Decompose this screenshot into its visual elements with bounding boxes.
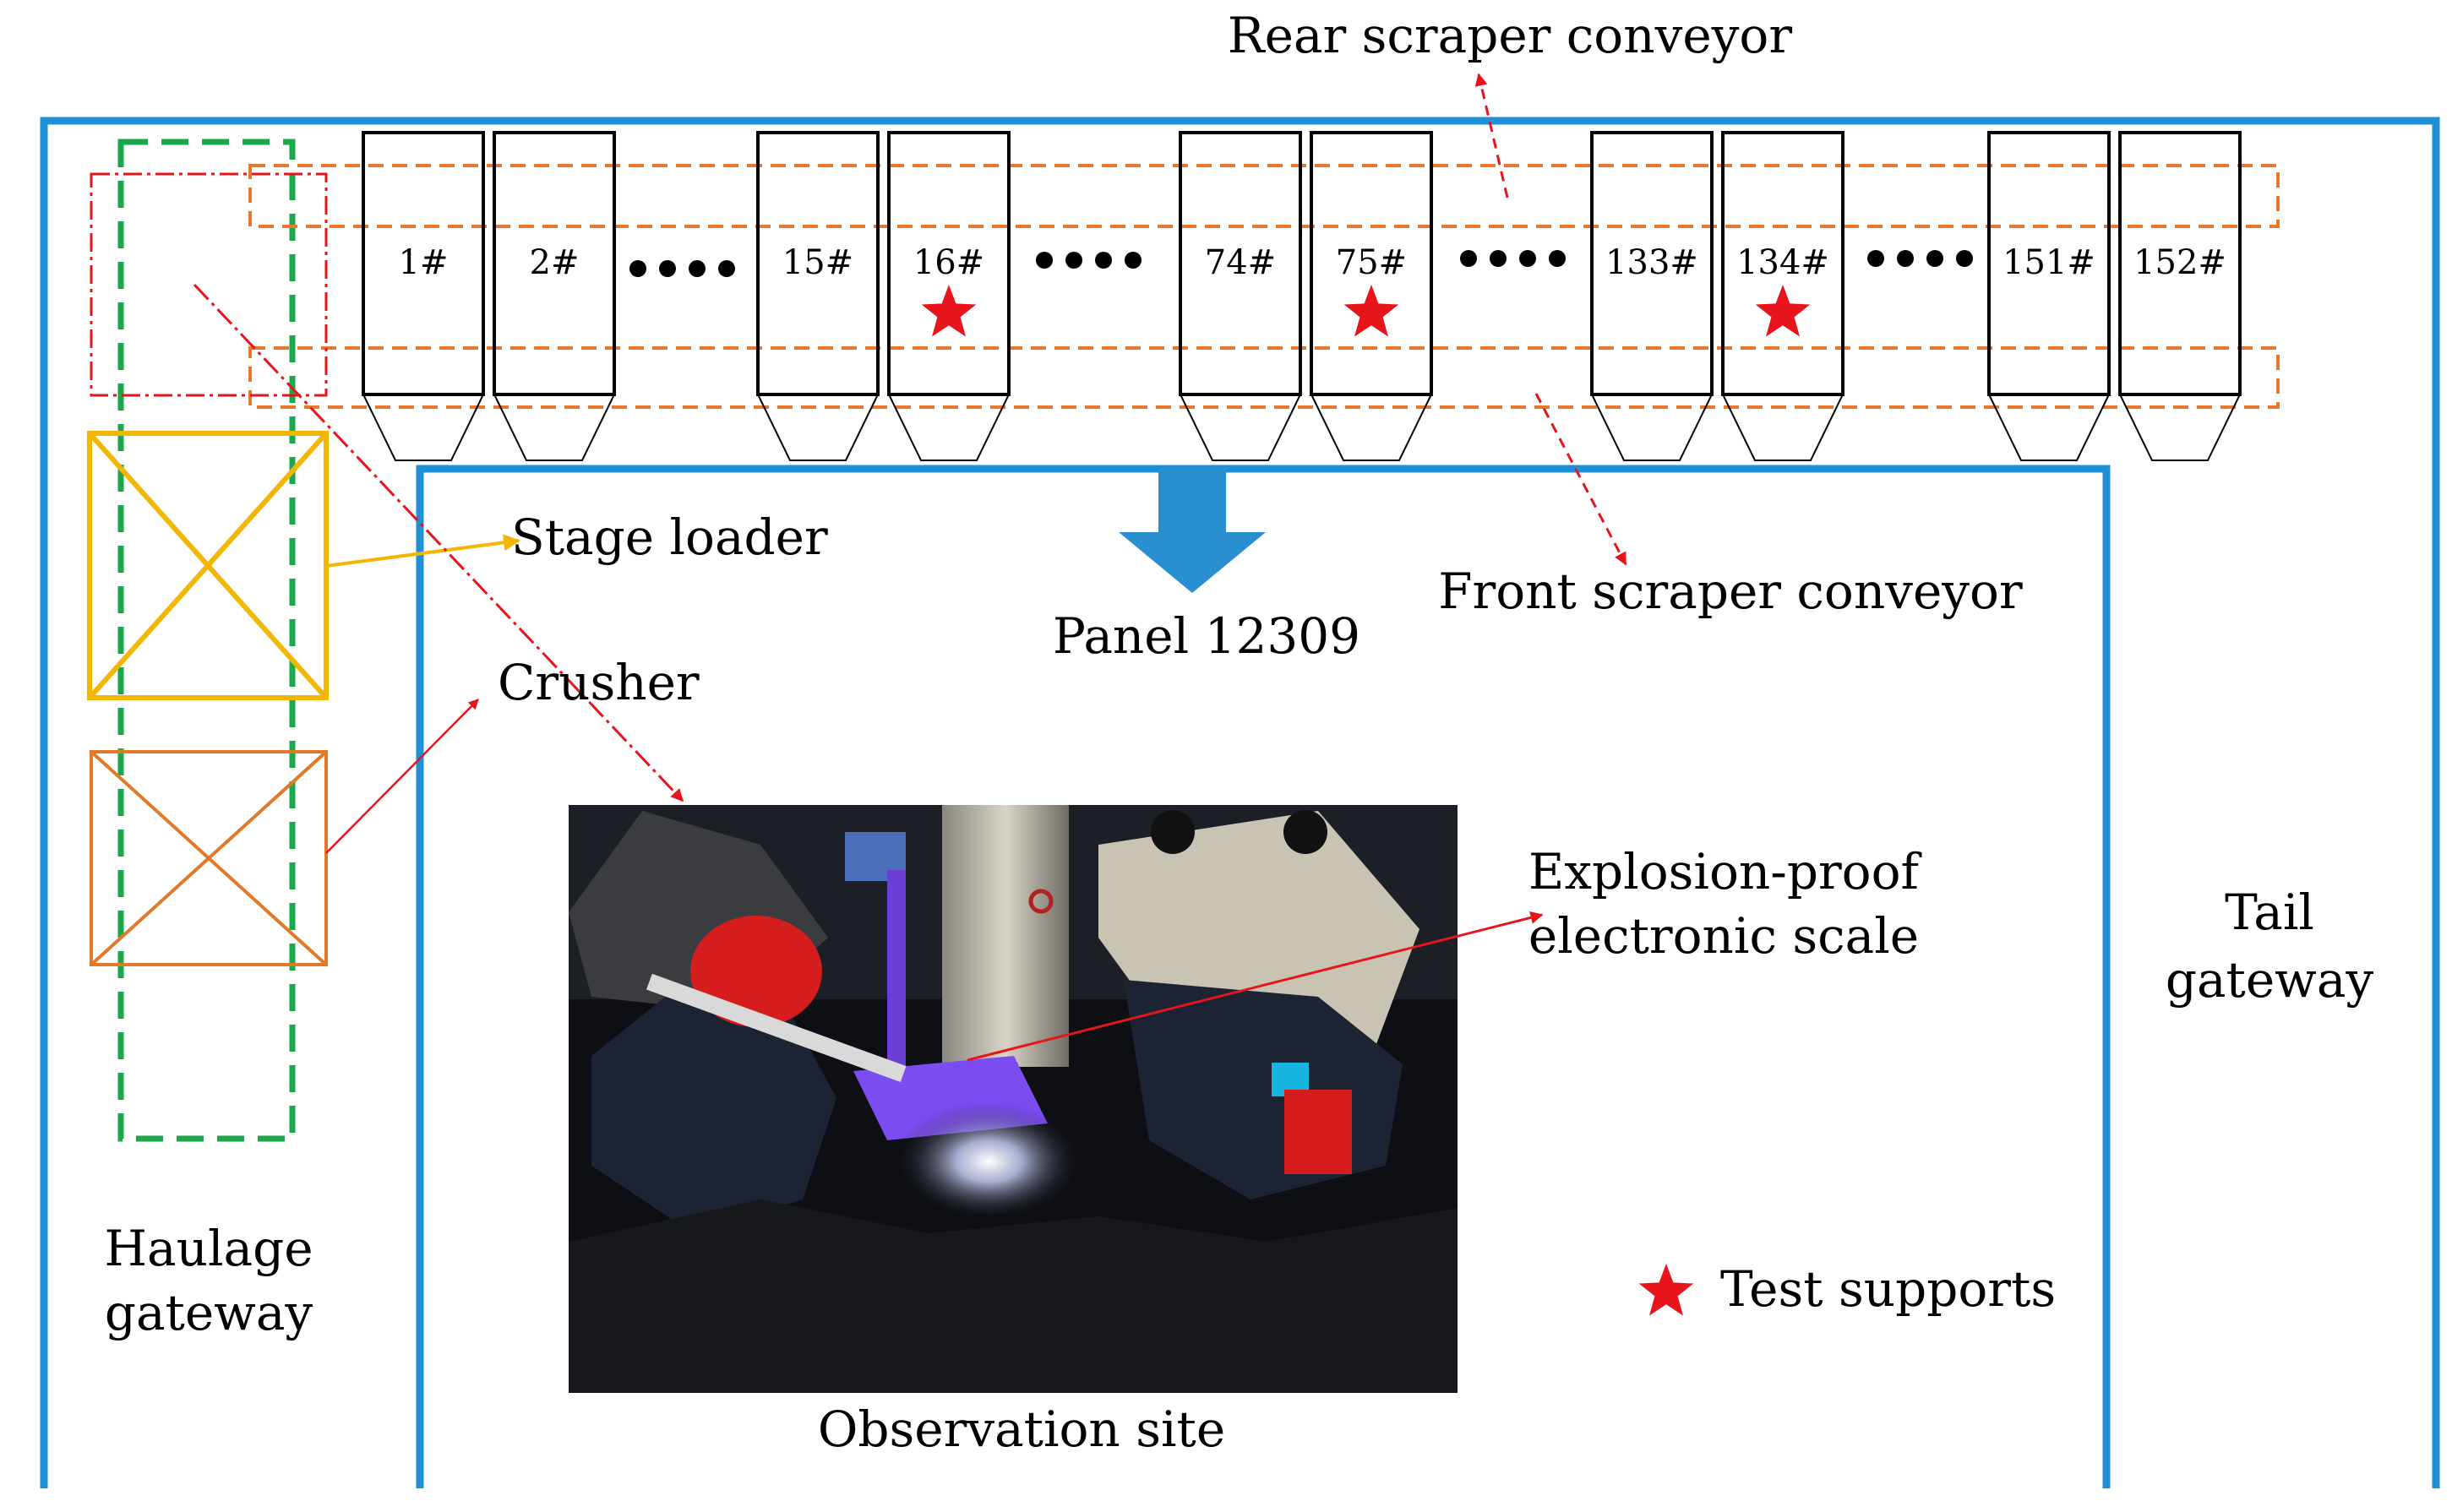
observation-site-label: Observation site <box>818 1401 1225 1458</box>
support-label: 1# <box>399 243 449 282</box>
crusher-pointer <box>325 699 479 854</box>
haulage-gateway-label-line2: gateway <box>105 1284 313 1341</box>
haulage-gateway-conveyor-outline <box>117 139 296 1142</box>
transfer-point-outline <box>90 172 328 397</box>
hydraulic-supports: 1# 2# 15# 16# 74# 75# 133# 134# 151# 152# <box>362 131 2242 461</box>
test-support-star-icon <box>921 285 977 337</box>
support-canopy <box>1590 394 1714 461</box>
support-canopy <box>362 394 485 461</box>
support-2: 2# <box>493 131 616 461</box>
scale-label-line1: Explosion-proof <box>1528 843 1922 900</box>
ellipsis-dots <box>629 250 1973 277</box>
front-conveyor-label: Front scraper conveyor <box>1438 563 2023 620</box>
support-label: 15# <box>782 243 853 282</box>
support-canopy <box>1310 394 1433 461</box>
tail-gateway-label-line2: gateway <box>2166 951 2374 1009</box>
front-scraper-conveyor-outline <box>248 346 2280 409</box>
advance-direction-arrow <box>1119 469 1266 593</box>
tail-gateway-label-line1: Tail <box>2225 884 2314 941</box>
rear-scraper-conveyor-outline <box>248 164 2280 228</box>
haulage-gateway-label-line1: Haulage <box>104 1220 313 1277</box>
observation-site-pointer <box>193 283 684 802</box>
support-label: 74# <box>1205 243 1276 282</box>
support-15: 15# <box>756 131 880 461</box>
stage-loader-label: Stage loader <box>511 509 828 566</box>
crusher-label: Crusher <box>498 654 700 711</box>
support-canopy <box>493 394 616 461</box>
support-label: 75# <box>1336 243 1407 282</box>
scale-label-line2: electronic scale <box>1528 907 1919 965</box>
support-134: 134# <box>1721 131 1844 461</box>
support-label: 152# <box>2133 243 2226 282</box>
stage-loader-symbol <box>87 431 329 700</box>
support-label: 134# <box>1736 243 1829 282</box>
test-support-star-icon <box>1343 285 1399 337</box>
support-75: 75# <box>1310 131 1433 461</box>
scale-pointer <box>967 911 1544 1062</box>
panel-boundary <box>416 465 2111 1488</box>
support-canopy <box>2118 394 2242 461</box>
crusher-symbol <box>90 750 328 966</box>
support-canopy <box>887 394 1011 461</box>
support-16: 16# <box>887 131 1011 461</box>
support-151: 151# <box>1987 131 2111 461</box>
stage-loader-pointer <box>325 534 520 568</box>
roadway-outer-boundary <box>40 117 2440 1488</box>
support-133: 133# <box>1590 131 1714 461</box>
support-label: 151# <box>2002 243 2095 282</box>
panel-label: Panel 12309 <box>1053 607 1360 665</box>
support-label: 133# <box>1605 243 1698 282</box>
front-conveyor-pointer <box>1534 393 1627 566</box>
test-support-star-icon <box>1755 285 1811 337</box>
support-canopy <box>1179 394 1302 461</box>
legend-test-supports-label: Test supports <box>1720 1260 2056 1318</box>
support-canopy <box>756 394 880 461</box>
observation-site-photo <box>569 805 1458 1393</box>
support-canopy <box>1987 394 2111 461</box>
support-canopy <box>1721 394 1844 461</box>
legend-star-icon <box>1638 1264 1694 1316</box>
support-label: 16# <box>913 243 984 282</box>
support-152: 152# <box>2118 131 2242 461</box>
support-74: 74# <box>1179 131 1302 461</box>
rear-conveyor-label: Rear scraper conveyor <box>1228 7 1792 64</box>
rear-conveyor-pointer <box>1474 73 1509 199</box>
support-label: 2# <box>530 243 580 282</box>
support-1: 1# <box>362 131 485 461</box>
